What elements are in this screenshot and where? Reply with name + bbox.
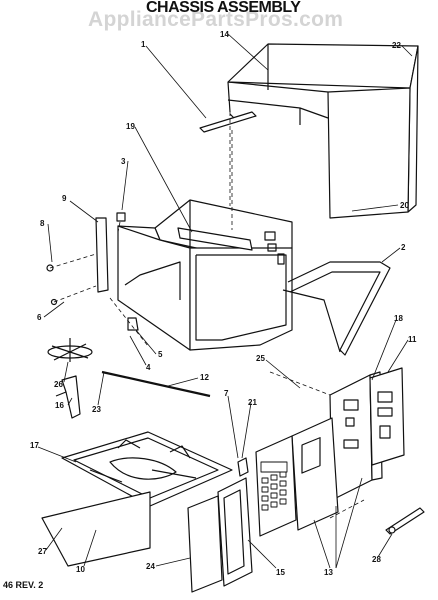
callout-13: 13: [324, 568, 333, 577]
bracket-part: [282, 261, 391, 356]
callout-25: 25: [256, 354, 265, 363]
callout-18: 18: [394, 314, 403, 323]
callout-12: 12: [200, 373, 209, 382]
stirrer-assembly: [47, 338, 93, 419]
door-panel: [187, 495, 223, 593]
callout-22: 22: [392, 41, 401, 50]
clip-part: [116, 212, 126, 222]
callout-27: 27: [38, 547, 47, 556]
base-plate: [61, 431, 233, 507]
leader-lines: [37, 33, 413, 569]
callout-21: 21: [248, 398, 257, 407]
footer-code: 46 REV. 2: [3, 580, 44, 590]
callout-20: 20: [400, 201, 409, 210]
callout-7: 7: [224, 389, 229, 398]
callout-28: 28: [372, 555, 381, 564]
bottom-plate: [41, 491, 151, 567]
callout-8: 8: [40, 219, 45, 228]
latch-part: [237, 457, 249, 477]
callout-15: 15: [276, 568, 285, 577]
control-panel: [255, 417, 339, 537]
sensor-part: [385, 507, 425, 535]
callout-17: 17: [30, 441, 39, 450]
pcb-board: [369, 367, 405, 466]
door-frame: [217, 477, 253, 587]
callout-26: 26: [54, 380, 63, 389]
callout-11: 11: [408, 335, 417, 344]
main-chassis: [117, 199, 293, 351]
callout-4: 4: [146, 363, 151, 372]
callout-6: 6: [37, 313, 42, 322]
callout-23: 23: [92, 405, 101, 414]
diagram-title: CHASSIS ASSEMBLY: [146, 0, 301, 16]
outer-cabinet: [227, 43, 419, 219]
watermark-text: AppliancePartsPros.com: [88, 8, 344, 31]
callout-16: 16: [55, 401, 64, 410]
callout-19: 19: [126, 122, 135, 131]
side-strip-part: [95, 217, 109, 293]
top-rail-part: [199, 111, 257, 133]
screw-part: [127, 317, 139, 331]
explosion-lines: [49, 112, 365, 519]
callout-2: 2: [401, 243, 406, 252]
callout-5: 5: [158, 350, 163, 359]
rod-part: [101, 370, 211, 398]
callout-1: 1: [141, 40, 146, 49]
callout-14: 14: [220, 30, 229, 39]
callout-9: 9: [62, 194, 67, 203]
callout-3: 3: [121, 157, 126, 166]
callout-24: 24: [146, 562, 155, 571]
callout-10: 10: [76, 565, 85, 574]
